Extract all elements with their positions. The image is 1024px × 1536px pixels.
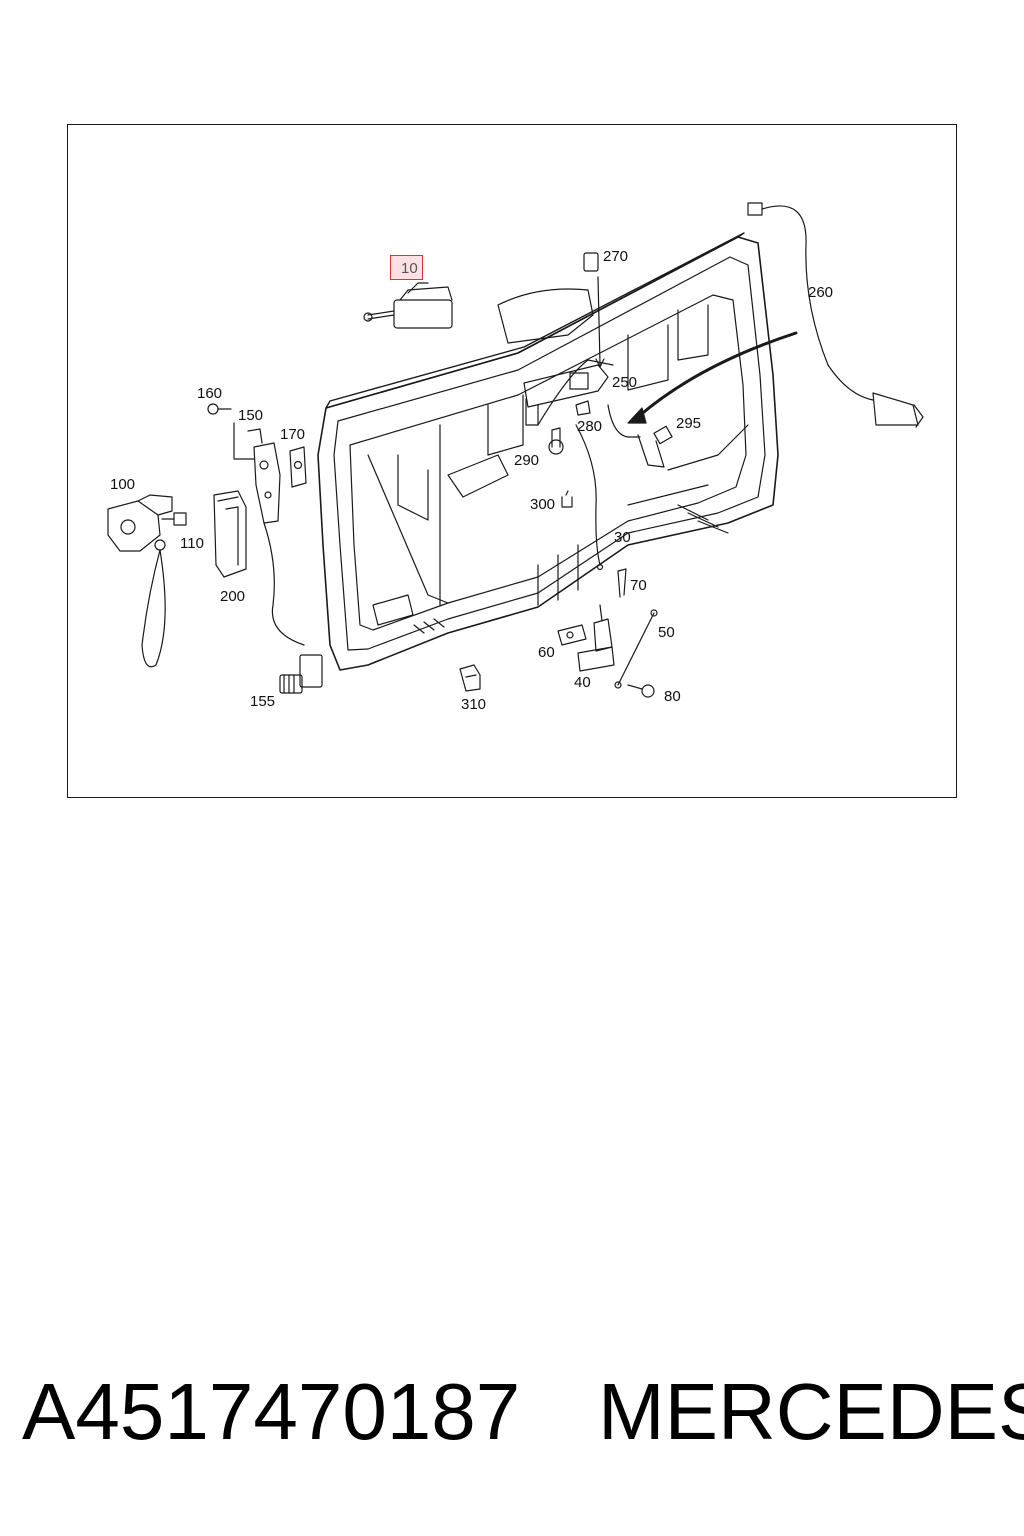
callout-170[interactable]: 170 (280, 426, 306, 443)
part-10-handle-switch (363, 282, 453, 329)
part-270-cap (583, 252, 605, 368)
callout-260[interactable]: 260 (808, 284, 834, 301)
callout-80[interactable]: 80 (664, 688, 681, 705)
part-150-latch (233, 422, 281, 524)
tailgate-exploded-view (107, 202, 924, 698)
cable-150-155 (263, 522, 305, 646)
callout-50[interactable]: 50 (658, 624, 675, 641)
part-100-hinge (107, 494, 173, 552)
part-300-clip (561, 490, 573, 508)
part-60-bracket (557, 624, 587, 646)
arrow-to-295 (627, 331, 798, 424)
part-50-link-rod (614, 609, 658, 689)
cable-loop-110 (141, 549, 166, 668)
callout-300[interactable]: 300 (530, 496, 556, 513)
part-310-bracket (459, 664, 481, 692)
callout-10[interactable]: 10 (390, 255, 423, 280)
callout-70[interactable]: 70 (630, 577, 647, 594)
part-155-connector (279, 654, 323, 694)
callout-155[interactable]: 155 (250, 693, 276, 710)
part-280-clip (575, 400, 591, 416)
callout-60[interactable]: 60 (538, 644, 555, 661)
callout-100[interactable]: 100 (110, 476, 136, 493)
callout-290[interactable]: 290 (514, 452, 540, 469)
callout-310[interactable]: 310 (461, 696, 487, 713)
part-80-screw (627, 684, 655, 698)
callout-40[interactable]: 40 (574, 674, 591, 691)
part-30-cable (575, 424, 604, 571)
callout-295[interactable]: 295 (676, 415, 702, 432)
part-170-plate (289, 446, 307, 488)
callout-200[interactable]: 200 (220, 588, 246, 605)
callout-30[interactable]: 30 (614, 529, 631, 546)
callout-270[interactable]: 270 (603, 248, 629, 265)
part-295-sensor (607, 404, 673, 468)
part-250-lock-motor (523, 364, 609, 426)
part-40-actuator (577, 604, 615, 672)
tailgate-panel (317, 236, 779, 671)
callout-150[interactable]: 150 (238, 407, 264, 424)
callout-280[interactable]: 280 (577, 418, 603, 435)
part-260-cable (747, 202, 924, 428)
callout-110[interactable]: 110 (180, 535, 204, 552)
top-trim-strip (325, 232, 745, 409)
part-160-screw (207, 403, 232, 415)
part-200-guide (213, 490, 247, 578)
part-70-rod (617, 568, 627, 598)
part-110-bolt (154, 512, 187, 551)
callout-160[interactable]: 160 (197, 385, 223, 402)
brand-caption: MERCEDES (598, 1367, 1024, 1456)
parts-diagram-frame: 10 270 260 250 160 150 170 295 280 290 1… (67, 124, 957, 798)
part-290-bolt (548, 427, 564, 455)
callout-250[interactable]: 250 (612, 374, 638, 391)
part-number-caption: A4517470187 (22, 1367, 521, 1456)
